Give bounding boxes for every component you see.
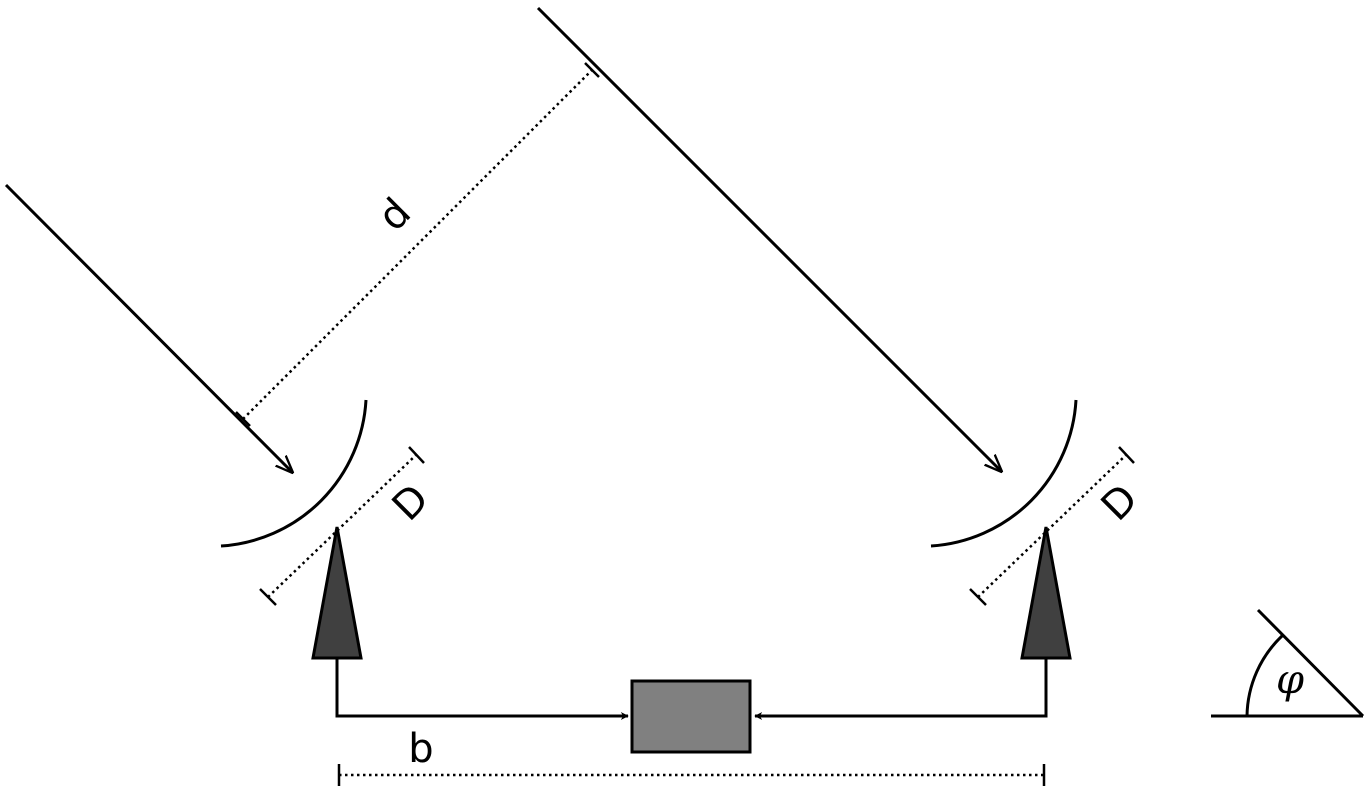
- correlator-box: [630, 679, 752, 754]
- path-difference-line: [242, 69, 593, 420]
- incoming-ray-right: [536, 6, 1001, 471]
- dish-diameter-tick-right-b: [1118, 446, 1135, 464]
- angle-label: φ: [1276, 657, 1304, 703]
- incoming-ray-left: [4, 183, 292, 472]
- baseline-label: b: [408, 726, 433, 772]
- path-difference-tick-top: [584, 62, 600, 78]
- antenna-feed-right: [1020, 526, 1072, 660]
- angle-arc: [1245, 633, 1285, 717]
- dish-diameter-line-right: [977, 454, 1127, 598]
- dish-diameter-tick-left-b: [408, 446, 425, 464]
- dish-reflector-right: [930, 399, 1078, 548]
- signal-line-left: [335, 658, 629, 720]
- path-difference-label: d: [370, 190, 420, 240]
- dish-diameter-label-left: D: [384, 476, 438, 530]
- path-difference-tick-bottom: [235, 411, 251, 427]
- dish-diameter-label-right: D: [1093, 476, 1147, 530]
- dish-diameter-line-left: [267, 454, 417, 598]
- angle-slanted-line: [1256, 608, 1365, 718]
- dish-reflector-left: [220, 399, 368, 548]
- signal-line-right: [754, 658, 1048, 720]
- dish-diameter-tick-right-a: [969, 588, 987, 606]
- dish-diameter-tick-left-a: [259, 588, 277, 606]
